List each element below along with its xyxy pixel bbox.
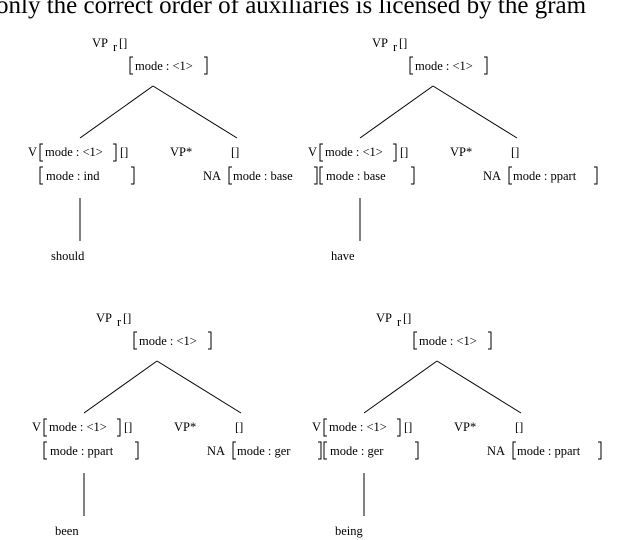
null-adjunction-label: NA (207, 444, 225, 458)
root-feature: mode : <1> (419, 334, 477, 348)
root-feature-left-bracket (133, 331, 137, 350)
head-top-feature-left-bracket (319, 143, 323, 162)
foot-label: VP* (454, 420, 476, 434)
root-subscript: r (393, 40, 398, 54)
left-branch-line (359, 85, 434, 139)
head-top-feature-right-bracket (393, 143, 397, 162)
foot-feature-left-bracket (228, 166, 232, 185)
root-subscript: r (117, 315, 122, 329)
root-feature-left-bracket (129, 56, 133, 75)
foot-empty-feature: [] (511, 145, 519, 159)
root-label: VP (92, 36, 108, 50)
anchor-word: being (335, 524, 364, 538)
foot-feature-right-bracket (598, 441, 602, 460)
anchor-word: have (331, 249, 355, 263)
root-label: VP (376, 311, 392, 325)
right-branch-line (436, 360, 522, 414)
head-bottom-feature: mode : ind (46, 169, 100, 183)
foot-empty-feature: [] (235, 420, 243, 434)
foot-feature: mode : base (233, 169, 293, 183)
head-top-feature-left-bracket (323, 418, 327, 437)
head-bottom-feature-left-bracket (323, 441, 327, 460)
head-label: V (32, 420, 41, 434)
root-feature-right-bracket (208, 331, 212, 350)
head-bottom-feature-right-bracket (135, 441, 139, 460)
head-label: V (28, 145, 37, 159)
root-label: VP (96, 311, 112, 325)
foot-feature: mode : ppart (517, 444, 581, 458)
root-feature: mode : <1> (415, 59, 473, 73)
root-feature-left-bracket (409, 56, 413, 75)
head-label: V (308, 145, 317, 159)
head-top-feature-right-bracket (113, 143, 117, 162)
foot-empty-feature: [] (515, 420, 523, 434)
head-top-feature-left-bracket (43, 418, 47, 437)
root-empty-feature: [] (119, 36, 127, 50)
head-bottom-feature: mode : base (326, 169, 386, 183)
foot-feature-left-bracket (508, 166, 512, 185)
left-branch-line (79, 85, 154, 139)
head-label: V (312, 420, 321, 434)
anchor-word: should (51, 249, 85, 263)
head-top-empty: [] (404, 420, 412, 434)
head-top-feature: mode : <1> (45, 145, 103, 159)
foot-empty-feature: [] (231, 145, 239, 159)
root-subscript: r (113, 40, 118, 54)
root-feature-right-bracket (204, 56, 208, 75)
head-top-feature: mode : <1> (325, 145, 383, 159)
head-top-feature: mode : <1> (49, 420, 107, 434)
head-top-feature-right-bracket (397, 418, 401, 437)
root-feature-left-bracket (413, 331, 417, 350)
head-bottom-feature-right-bracket (411, 166, 415, 185)
left-branch-line (83, 360, 158, 414)
root-feature-right-bracket (484, 56, 488, 75)
foot-label: VP* (170, 145, 192, 159)
root-empty-feature: [] (123, 311, 131, 325)
right-branch-line (152, 85, 238, 139)
root-feature: mode : <1> (135, 59, 193, 73)
foot-feature-left-bracket (512, 441, 516, 460)
head-bottom-feature-right-bracket (415, 441, 419, 460)
null-adjunction-label: NA (203, 169, 221, 183)
right-branch-line (432, 85, 518, 139)
head-top-feature-left-bracket (39, 143, 43, 162)
foot-feature-right-bracket (318, 441, 322, 460)
foot-feature-right-bracket (594, 166, 598, 185)
foot-feature: mode : ger (237, 444, 291, 458)
head-top-feature: mode : <1> (329, 420, 387, 434)
foot-feature: mode : ppart (513, 169, 577, 183)
root-empty-feature: [] (403, 311, 411, 325)
foot-label: VP* (174, 420, 196, 434)
head-top-feature-right-bracket (117, 418, 121, 437)
root-label: VP (372, 36, 388, 50)
null-adjunction-label: NA (487, 444, 505, 458)
root-feature-right-bracket (488, 331, 492, 350)
foot-feature-left-bracket (232, 441, 236, 460)
head-bottom-feature-left-bracket (319, 166, 323, 185)
null-adjunction-label: NA (483, 169, 501, 183)
head-bottom-feature-left-bracket (39, 166, 43, 185)
head-bottom-feature-right-bracket (131, 166, 135, 185)
anchor-word: been (55, 524, 79, 538)
root-empty-feature: [] (399, 36, 407, 50)
head-top-empty: [] (400, 145, 408, 159)
root-subscript: r (397, 315, 402, 329)
foot-label: VP* (450, 145, 472, 159)
head-bottom-feature: mode : ppart (50, 444, 114, 458)
header-text: only the correct order of auxiliaries is… (0, 0, 587, 19)
head-top-empty: [] (120, 145, 128, 159)
head-bottom-feature-left-bracket (43, 441, 47, 460)
head-top-empty: [] (124, 420, 132, 434)
root-feature: mode : <1> (139, 334, 197, 348)
left-branch-line (363, 360, 438, 414)
foot-feature-right-bracket (314, 166, 318, 185)
right-branch-line (156, 360, 242, 414)
head-bottom-feature: mode : ger (330, 444, 384, 458)
